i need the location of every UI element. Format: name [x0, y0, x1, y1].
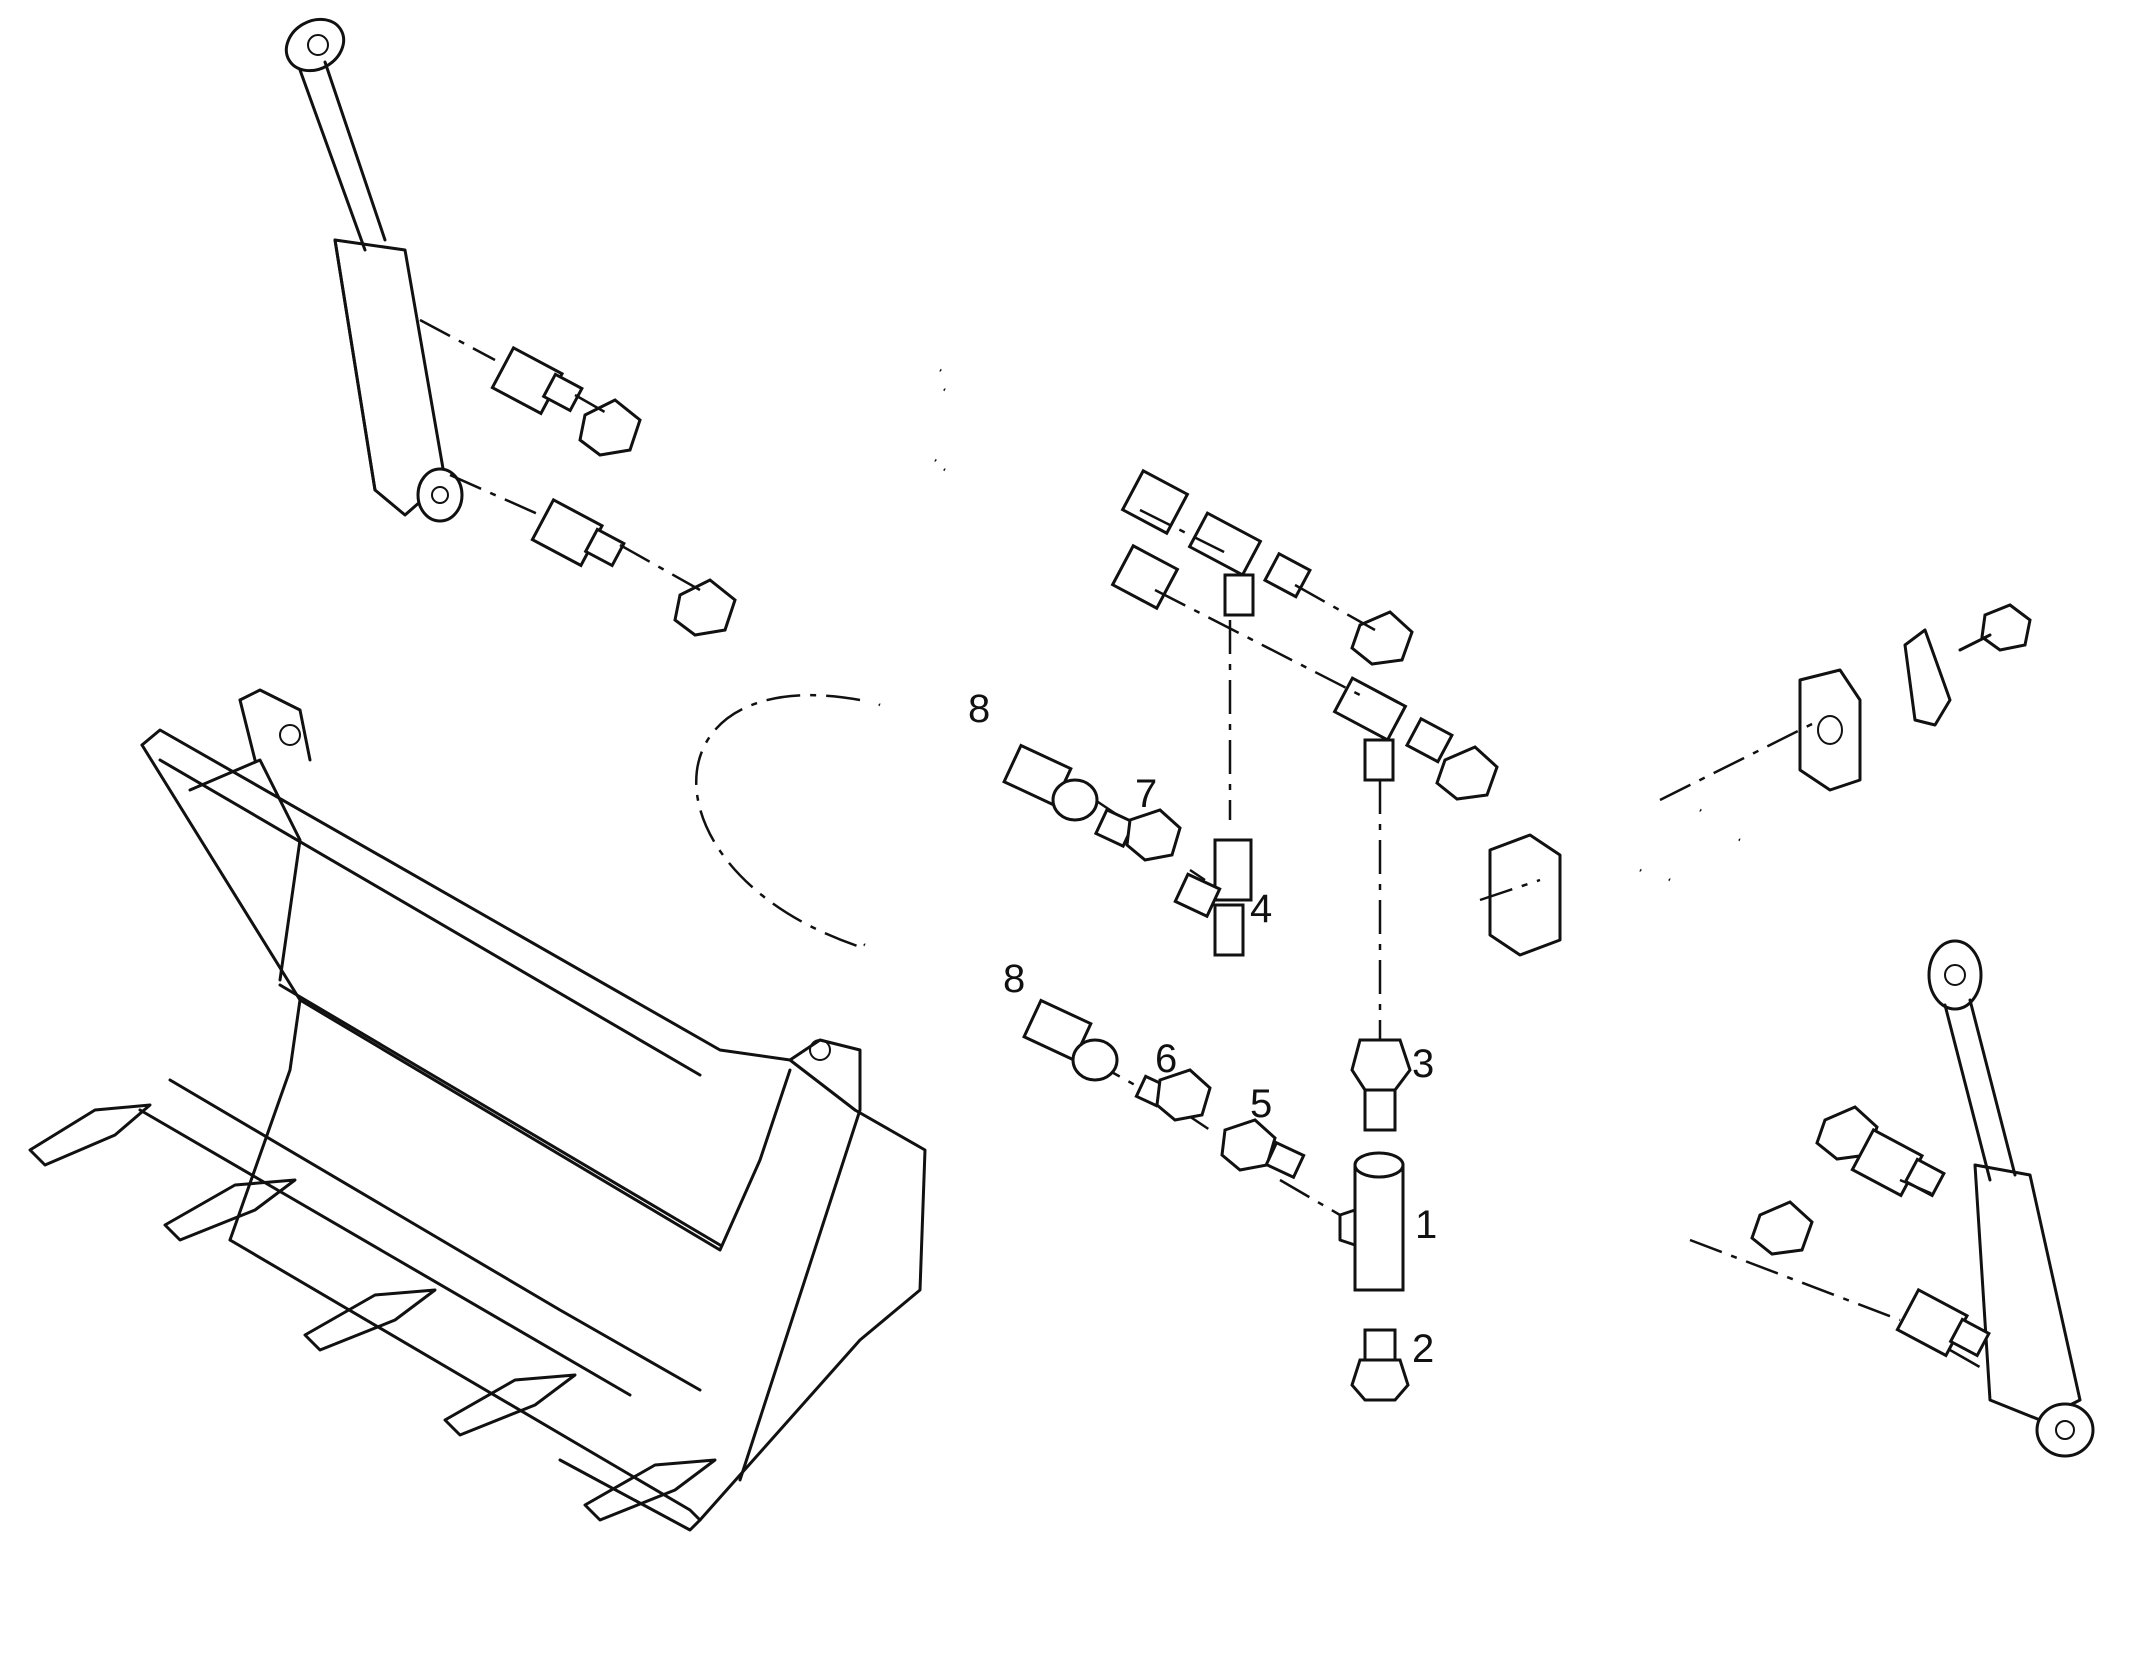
part-label-4: 4: [1250, 887, 1272, 931]
item-3-adapter: [1350, 1038, 1412, 1132]
part-label-6: 6: [1155, 1037, 1177, 1081]
part-label-8-lower: 8: [1003, 957, 1025, 1001]
hydraulic-hose-pair-right: [1350, 610, 1879, 1256]
clamp-bolt: [1958, 603, 2032, 652]
part-label-1: 1: [1415, 1203, 1437, 1247]
item-6-nut: [1134, 1068, 1212, 1122]
part-label-2: 2: [1412, 1327, 1434, 1371]
adapter-fittings: [490, 345, 1991, 1358]
hydraulic-hose-pair-left: [578, 245, 1190, 637]
left-hydraulic-cylinder: [284, 17, 464, 523]
item-4-tee: [1173, 838, 1253, 957]
item-5-adapter: [1220, 1118, 1306, 1180]
loader-bucket: [28, 688, 927, 1532]
part-label-3: 3: [1412, 1042, 1434, 1086]
part-label-7: 7: [1135, 772, 1157, 816]
part-label-5: 5: [1250, 1082, 1272, 1126]
part-label-8-upper: 8: [968, 687, 990, 731]
item-1-tee: [1338, 1151, 1405, 1292]
item-8-hose-upper: [874, 694, 1099, 822]
item-8-hose-lower: [859, 934, 1119, 1082]
tee-fittings: [1187, 511, 1454, 782]
item-2-plug: [1350, 1328, 1410, 1402]
hose-clamp: [1488, 628, 1952, 957]
item-7-adapter: [1093, 807, 1182, 862]
right-hydraulic-cylinder: [1927, 939, 2095, 1458]
